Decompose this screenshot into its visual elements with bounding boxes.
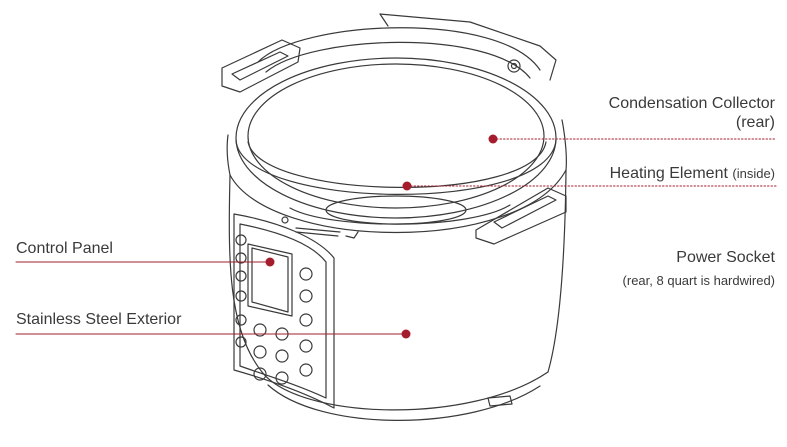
- label-heating-note: (inside): [732, 166, 775, 181]
- lid-markings: [281, 216, 359, 239]
- control-panel: [233, 213, 335, 409]
- label-condensation-line2: (rear): [735, 114, 775, 131]
- cooker-base: [261, 371, 549, 421]
- label-stainless-steel-exterior: Stainless Steel Exterior: [16, 311, 182, 328]
- label-heating-main: Heating Element: [609, 165, 728, 182]
- callout-heating: [402, 181, 777, 191]
- cooker-lid: [257, 13, 557, 81]
- callout-condensation: [488, 134, 777, 144]
- cooker-rim: [235, 57, 557, 225]
- label-control-panel: Control Panel: [16, 240, 113, 257]
- label-heating-element: Heating Element (inside): [610, 164, 775, 183]
- label-power-line1: Power Socket: [676, 249, 775, 266]
- label-condensation-collector: Condensation Collector (rear): [609, 94, 775, 132]
- callout-exterior: [15, 329, 411, 339]
- label-condensation-line1: Condensation Collector: [608, 95, 775, 112]
- right-handle: [475, 187, 567, 245]
- label-power-line2: (rear, 8 quart is hardwired): [622, 273, 775, 288]
- left-handle: [221, 39, 301, 93]
- callout-control: [15, 257, 275, 267]
- label-power-socket: Power Socket (rear, 8 quart is hardwired…: [623, 248, 775, 290]
